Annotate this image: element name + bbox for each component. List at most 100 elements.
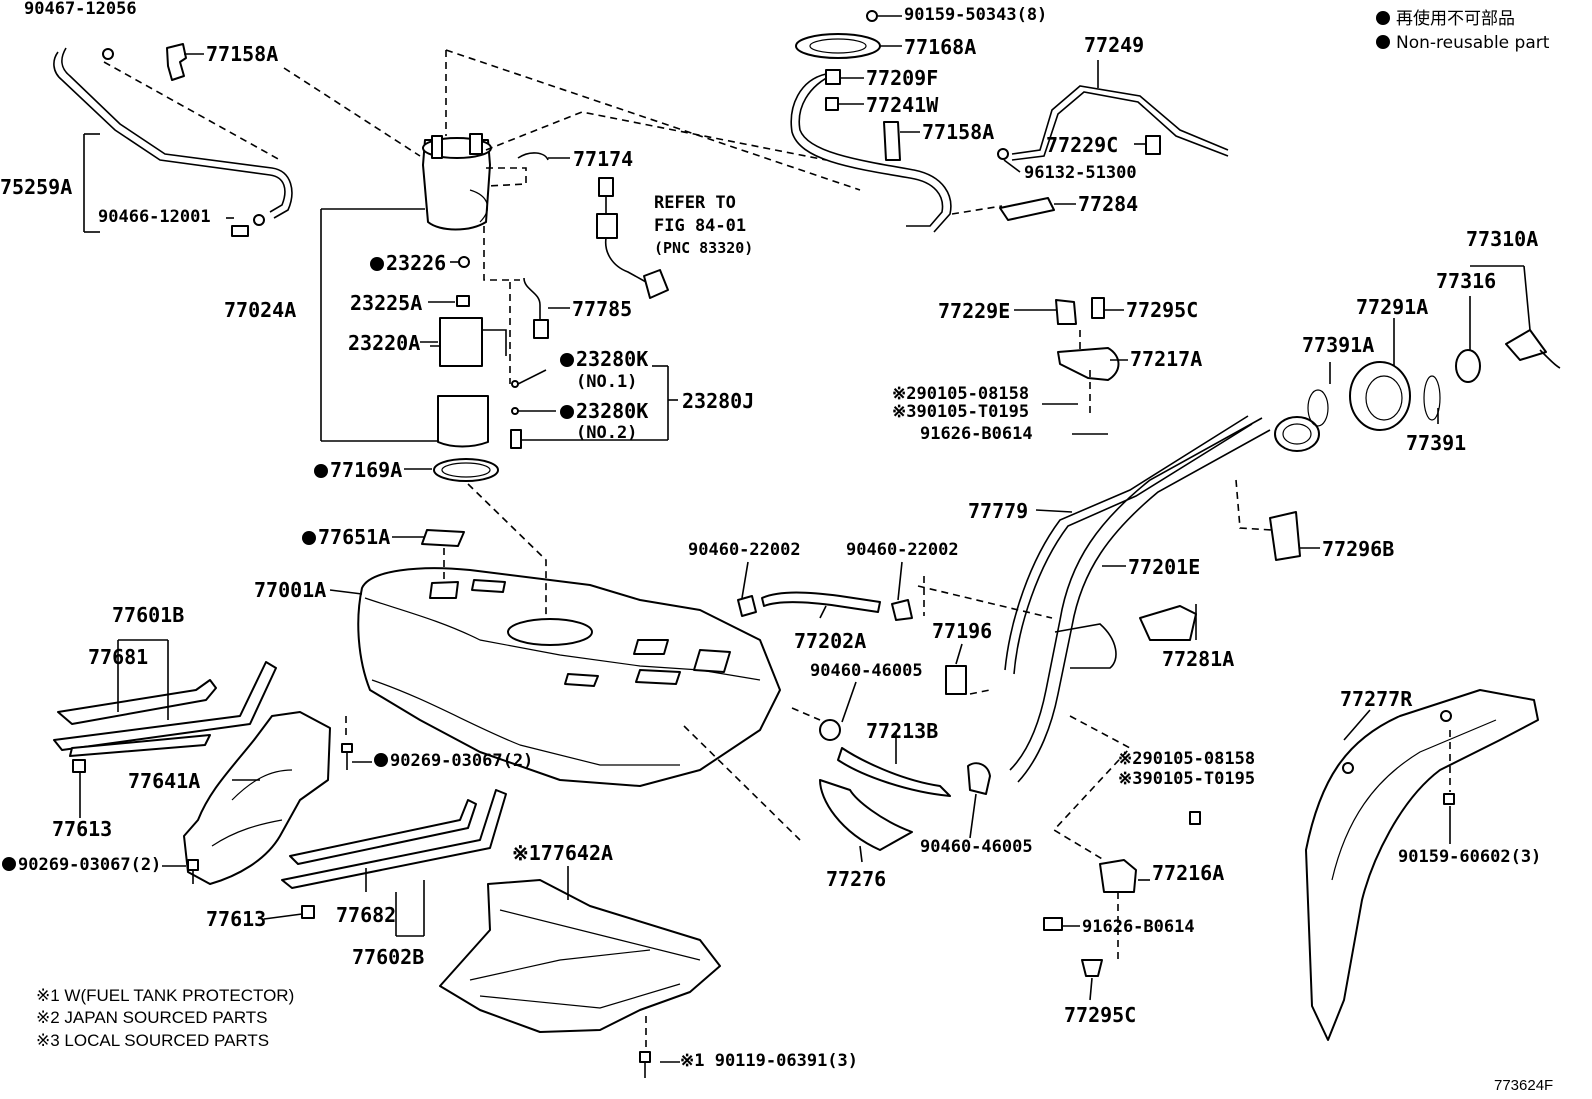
- part-label: 77310A: [1466, 227, 1539, 251]
- part-label: 77641A: [128, 769, 201, 793]
- legend-line-2: Non-reusable part: [1376, 32, 1549, 54]
- dashed-lines: [103, 49, 1451, 1050]
- part-label: 75259A: [0, 175, 73, 199]
- non-reusable-dot-icon: [2, 857, 16, 871]
- part-label: 77169A: [314, 459, 402, 481]
- part-label: 77276: [826, 867, 887, 891]
- part-label: ※1 90119-06391(3): [680, 1051, 859, 1071]
- bolts-left-drawing: [72, 743, 651, 1078]
- part-label: 77202A: [794, 629, 867, 653]
- part-label: 91626-B0614: [920, 424, 1033, 444]
- part-label: 77281A: [1162, 647, 1235, 671]
- fender-liner-77277R-drawing: [1305, 689, 1539, 1041]
- leader-lines: [79, 15, 1531, 1063]
- part-label: 90269-03067(2): [374, 752, 533, 771]
- part-label-sub: (NO.1): [576, 372, 638, 392]
- part-label: 77295C: [1064, 1003, 1137, 1027]
- protector-77641A-drawing: [183, 711, 331, 885]
- part-label-sub: (NO.2): [576, 423, 638, 443]
- non-reusable-dot-icon: [314, 464, 328, 478]
- part-label: 77168A: [904, 35, 977, 59]
- part-label: 77284: [1078, 192, 1139, 216]
- part-label: 77024A: [224, 298, 297, 322]
- filler-pipe-drawing: [1004, 297, 1320, 783]
- part-label: 77602B: [352, 945, 425, 969]
- part-label-text: 90269-03067(2): [390, 751, 534, 771]
- part-label: 77196: [932, 619, 993, 643]
- legend-line-1: 再使用不可部品: [1376, 8, 1515, 30]
- part-label-text: 23280K: [576, 347, 649, 371]
- sender-gauge-wire-drawing: [596, 177, 669, 299]
- part-label: 77217A: [1130, 347, 1203, 371]
- part-label: 77158A: [922, 120, 995, 144]
- part-label: ※390105-T0195: [1118, 769, 1256, 789]
- part-label: 77241W: [866, 93, 939, 117]
- tank-band-77601B-drawing: [53, 661, 277, 757]
- part-label: 77201E: [1128, 555, 1201, 579]
- legend-text-jp: 再使用不可部品: [1396, 9, 1515, 29]
- part-label: 90460-22002: [688, 540, 801, 560]
- figure-code: 773624F: [1494, 1077, 1554, 1094]
- part-label: 96132-51300: [1024, 163, 1137, 183]
- part-label: 90159-50343(8): [904, 5, 1048, 25]
- part-label: 77158A: [206, 42, 279, 66]
- tank-band-77602B-drawing: [281, 789, 507, 889]
- part-label: 90460-46005: [920, 837, 1033, 857]
- part-label: ※290105-08158: [1118, 749, 1256, 769]
- part-label-text: 90269-03067(2): [18, 855, 162, 875]
- part-label: 23225A: [350, 291, 423, 315]
- part-label: 91626-B0614: [1082, 917, 1195, 937]
- part-label: 77391A: [1302, 333, 1375, 357]
- non-reusable-dot-icon: [1376, 35, 1390, 49]
- protector-77642A-drawing: [439, 879, 721, 1033]
- part-label: 23280J: [682, 389, 755, 413]
- part-label: 77216A: [1152, 861, 1225, 885]
- non-reusable-dot-icon: [370, 257, 384, 271]
- part-label: 77613: [206, 907, 267, 931]
- part-label: 77682: [336, 903, 397, 927]
- part-label: 77316: [1436, 269, 1497, 293]
- fuel-pump-assembly-drawing: [421, 133, 549, 547]
- part-label: ※177642A: [512, 841, 614, 865]
- note-3: ※3 LOCAL SOURCED PARTS: [36, 1031, 270, 1050]
- part-label: 77174: [573, 147, 634, 171]
- reference-line-1: REFER TO: [654, 193, 736, 213]
- part-label: 90460-46005: [810, 661, 923, 681]
- part-label: 90269-03067(2): [2, 856, 161, 875]
- part-label: 90460-22002: [846, 540, 959, 560]
- non-reusable-dot-icon: [560, 353, 574, 367]
- part-label: 77001A: [254, 578, 327, 602]
- part-label: 77213B: [866, 719, 939, 743]
- part-label: 77296B: [1322, 537, 1395, 561]
- vapor-tube-drawing: [53, 47, 293, 237]
- part-label: 77613: [52, 817, 113, 841]
- part-label: 77249: [1084, 33, 1145, 57]
- note-2: ※2 JAPAN SOURCED PARTS: [36, 1008, 268, 1027]
- part-label: 77681: [88, 645, 149, 669]
- note-1: ※1 W(FUEL TANK PROTECTOR): [36, 986, 295, 1005]
- part-label: 77229C: [1046, 133, 1119, 157]
- part-label: ※290105-08158: [892, 384, 1030, 404]
- part-label: 77229E: [938, 299, 1011, 323]
- reference-line-2: FIG 84-01: [654, 216, 747, 236]
- bracket-77216A-drawing: [1043, 811, 1201, 977]
- part-label: 77277R: [1340, 687, 1413, 711]
- non-reusable-dot-icon: [560, 405, 574, 419]
- part-label-text: 77169A: [330, 458, 403, 482]
- part-label: 77601B: [112, 603, 185, 627]
- part-label: 90467-12056: [24, 0, 137, 19]
- non-reusable-dot-icon: [374, 753, 388, 767]
- fuel-tank-drawing: [357, 567, 781, 787]
- part-label: 77785: [572, 297, 633, 321]
- part-label-text: 23226: [386, 251, 447, 275]
- part-label: 77295C: [1126, 298, 1199, 322]
- part-label: 90466-12001: [98, 207, 211, 227]
- non-reusable-dot-icon: [1376, 11, 1390, 25]
- part-label-text: 23280K: [576, 399, 649, 423]
- part-label: 90159-60602(3): [1398, 847, 1542, 867]
- part-label: 77391: [1406, 431, 1467, 455]
- non-reusable-dot-icon: [302, 531, 316, 545]
- legend-text-en: Non-reusable part: [1396, 33, 1550, 53]
- reference-line-3: (PNC 83320): [654, 239, 754, 257]
- part-label: 23220A: [348, 331, 421, 355]
